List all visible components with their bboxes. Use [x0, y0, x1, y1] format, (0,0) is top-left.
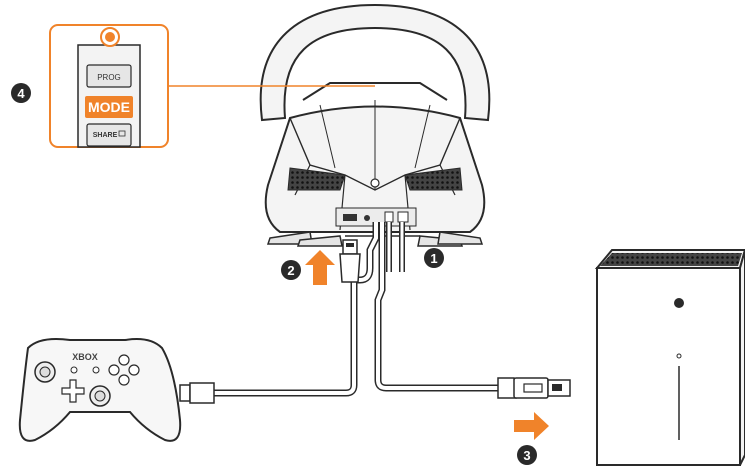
prog-button[interactable]: PROG: [86, 64, 132, 88]
step-4-number: 4: [17, 86, 25, 101]
xbox-controller-icon: [18, 338, 182, 442]
micro-usb-plug-icon: [179, 382, 215, 404]
steering-wheel-icon: [259, 3, 491, 247]
step-1-number: 1: [430, 251, 437, 266]
step-4-badge: 4: [11, 83, 31, 103]
share-button[interactable]: SHARE: [86, 123, 132, 147]
arrow-right-icon: [514, 412, 549, 440]
step-1-badge: 1: [424, 248, 444, 268]
controller-brand-label: XBOX: [72, 352, 98, 362]
share-button-label: SHARE: [93, 132, 118, 139]
prog-button-label: PROG: [97, 73, 121, 82]
xbox-console-icon: [594, 249, 745, 466]
step-2-number: 2: [287, 263, 294, 278]
step-2-badge: 2: [281, 260, 301, 280]
mode-button[interactable]: MODE: [85, 96, 133, 118]
led-indicator-icon: [100, 27, 120, 47]
step-3-badge: 3: [517, 445, 537, 465]
arrow-up-icon: [305, 250, 335, 285]
usb-a-plug-icon: [497, 377, 571, 399]
share-icon: [118, 130, 126, 137]
step-3-number: 3: [523, 448, 530, 463]
usb-plug-icon: [339, 239, 361, 283]
mode-button-label: MODE: [88, 99, 130, 115]
